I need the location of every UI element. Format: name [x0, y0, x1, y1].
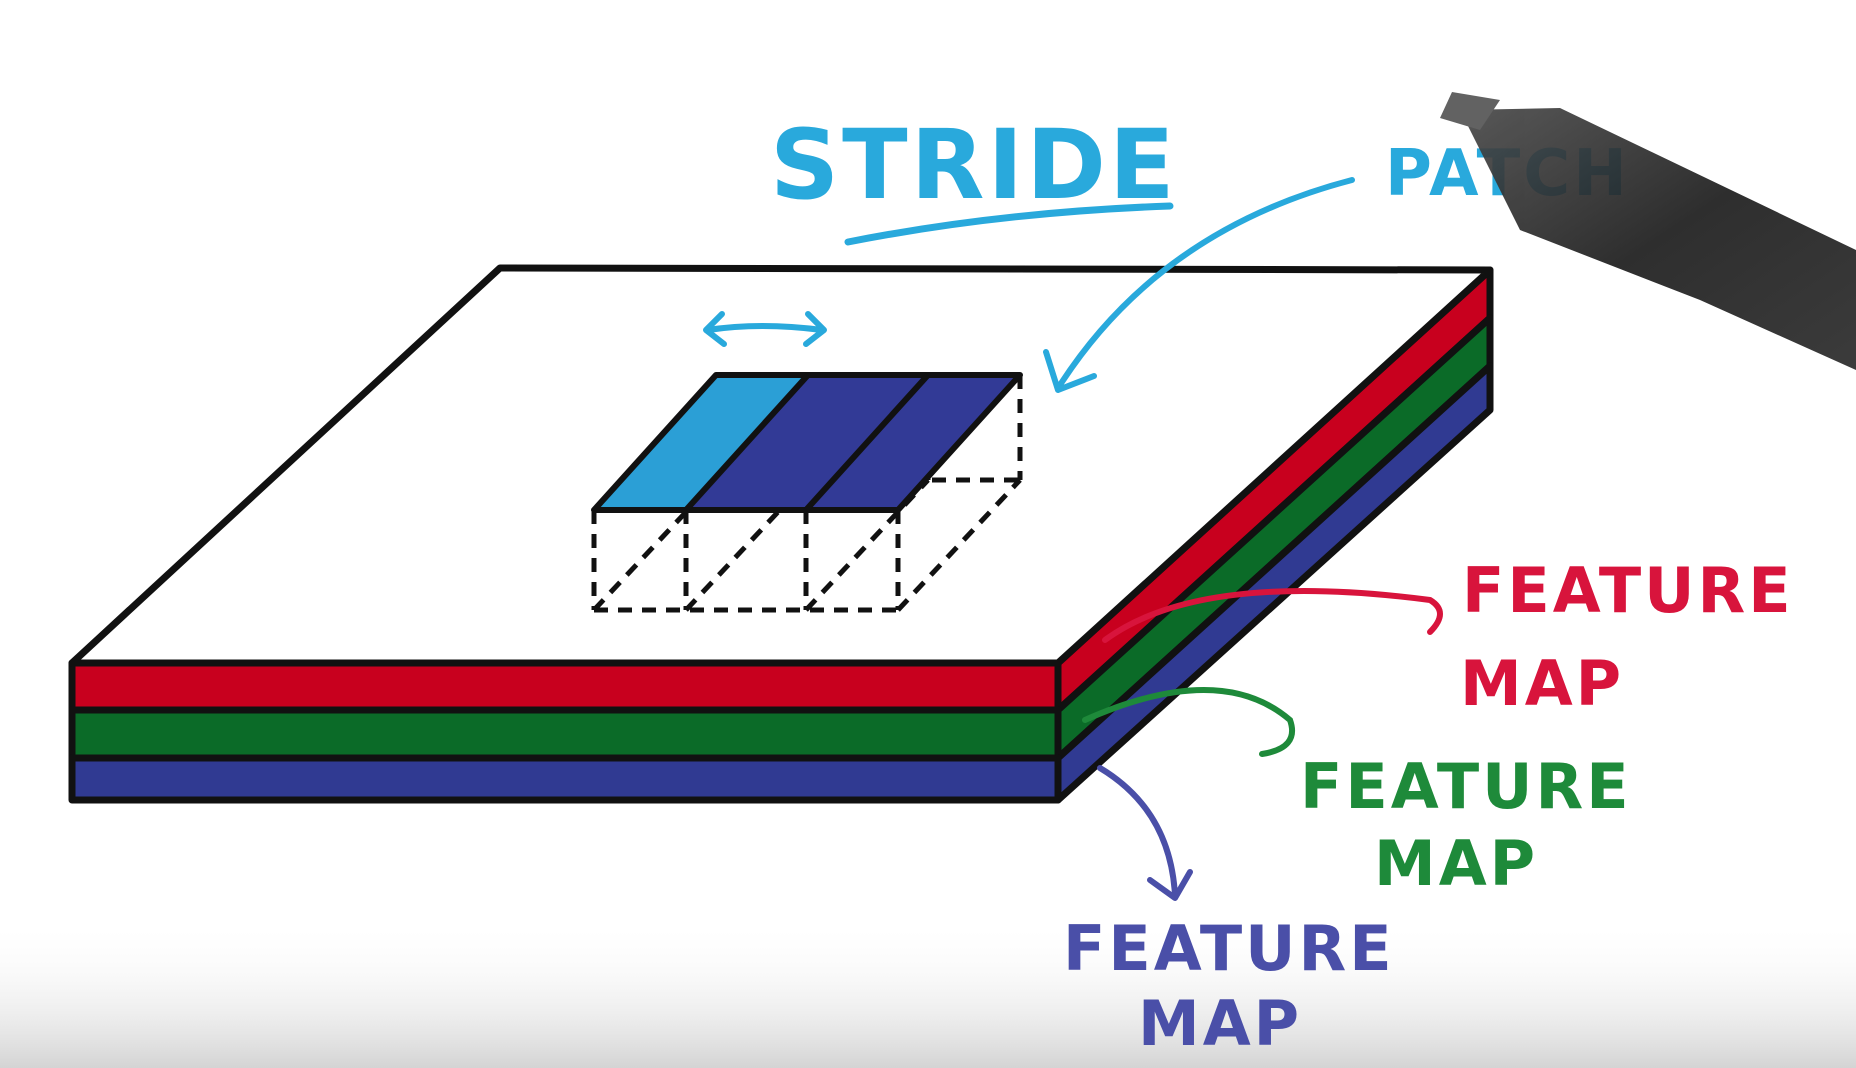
front-layer-blue	[68, 754, 1062, 804]
bottom-shadow	[0, 920, 1856, 1068]
feature-arrow-red	[1102, 588, 1443, 643]
front-layer-red	[68, 659, 1062, 714]
patch-cell-cyan	[594, 375, 808, 510]
pen-icon	[1440, 92, 1856, 370]
feature-map-red-line2: MAP	[1460, 647, 1624, 720]
feature-map-green-line2: MAP	[1374, 827, 1538, 900]
patch-cube	[591, 372, 1023, 613]
feature-arrow-blue	[1097, 765, 1193, 901]
slab-front-faces	[68, 659, 1062, 804]
feature-map-blue-line1: FEATURE	[1063, 912, 1395, 985]
patch-outline	[591, 372, 1023, 513]
stride-title: STRIDE	[770, 109, 1178, 221]
patch-cell-navy	[686, 375, 1020, 510]
front-layer-green	[68, 706, 1062, 762]
feature-arrow-green	[1082, 687, 1295, 757]
patch-arrow	[1043, 177, 1355, 393]
stride-underline	[844, 202, 1174, 246]
feature-map-red-line1: FEATURE	[1462, 554, 1794, 627]
feature-map-green-line1: FEATURE	[1300, 750, 1632, 823]
double-arrow-icon	[703, 311, 827, 347]
feature-map-blue-line2: MAP	[1138, 987, 1302, 1060]
